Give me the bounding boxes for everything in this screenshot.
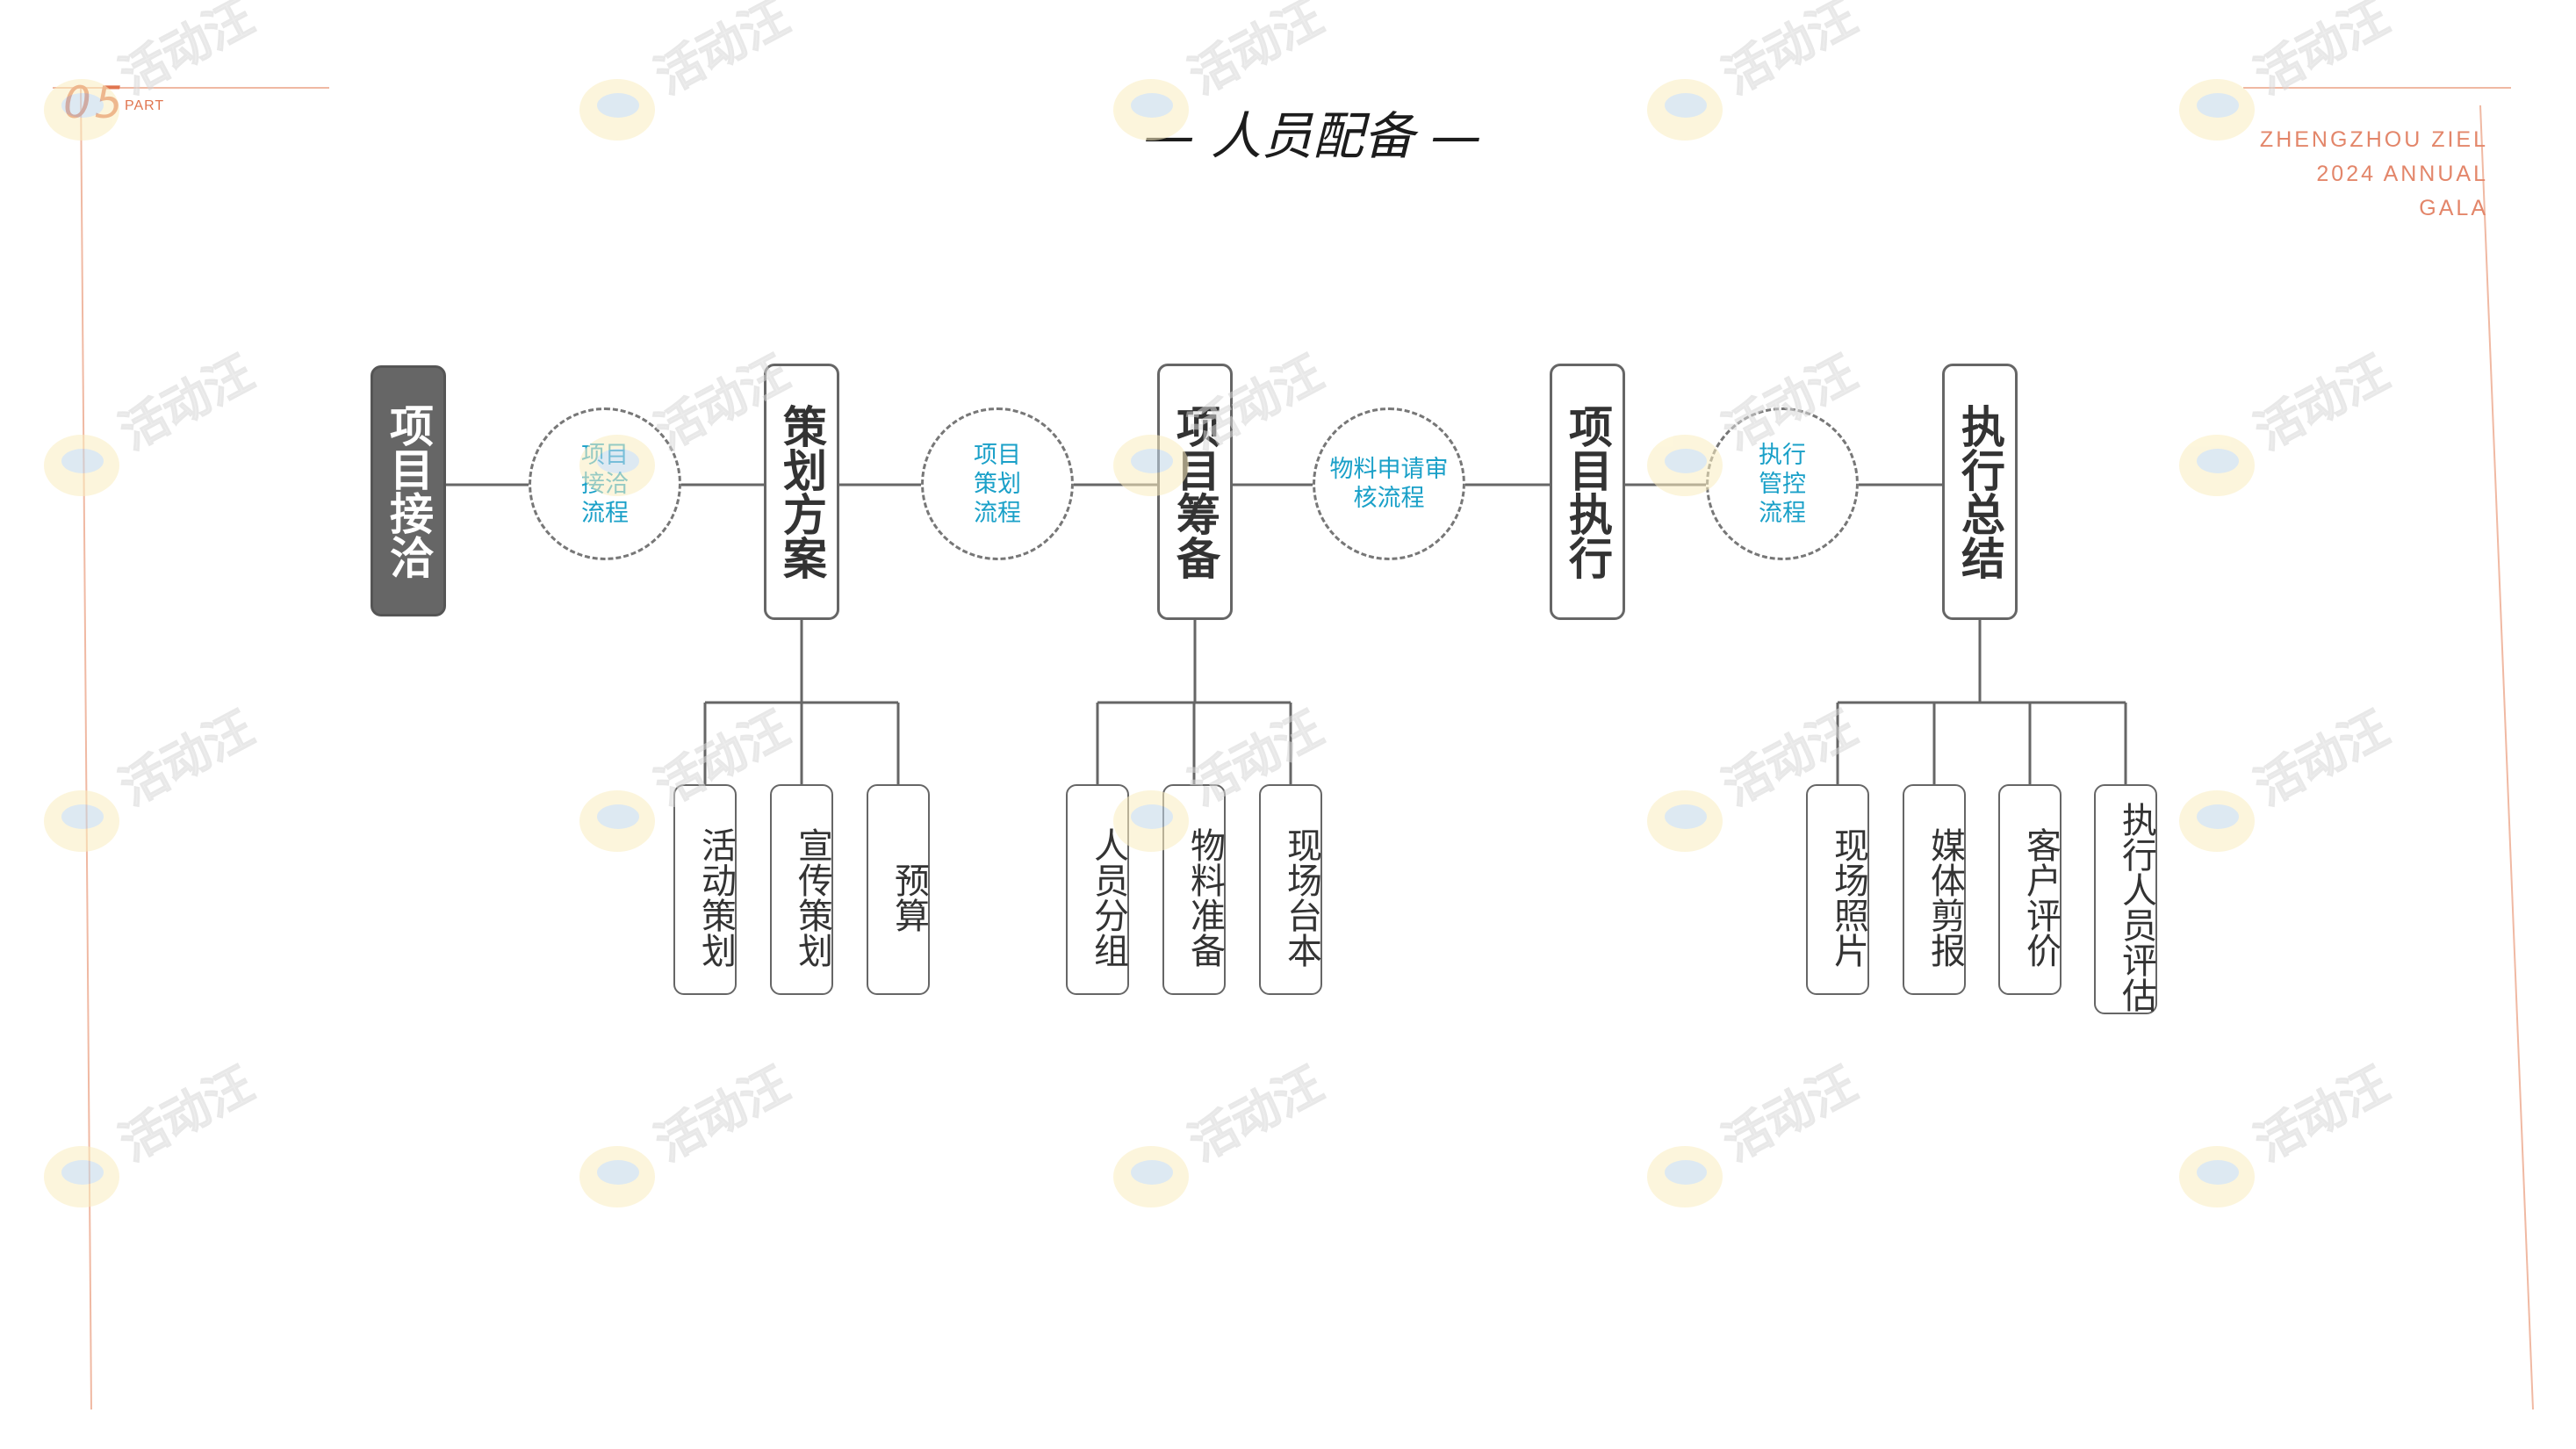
connector-line: 策划 bbox=[974, 470, 1021, 498]
connector-execution-control: 执行 管控 流程 bbox=[1706, 407, 1859, 560]
frame-line-left bbox=[80, 87, 92, 1410]
sub-staff-evaluation: 执行人员评估 bbox=[2094, 784, 2157, 1014]
sub-budget: 预算 bbox=[867, 784, 930, 995]
corner-text: ZHENGZHOU ZIEL 2024 ANNUAL GALA bbox=[2260, 123, 2488, 226]
connector-line: 执行 bbox=[1759, 441, 1806, 469]
connector-line: 流程 bbox=[974, 499, 1021, 527]
sub-event-planning: 活动策划 bbox=[673, 784, 737, 995]
connector-line: 管控 bbox=[1759, 470, 1806, 498]
connector-lines bbox=[446, 483, 2127, 784]
sub-media-clippings: 媒体剪报 bbox=[1903, 784, 1966, 995]
sub-onsite-photos: 现场照片 bbox=[1806, 784, 1869, 995]
connector-label: 项目 策划 流程 bbox=[974, 441, 1021, 528]
connector-line: 物料申请审 bbox=[1329, 456, 1449, 483]
step-project-preparation: 项目筹备 bbox=[1157, 364, 1233, 620]
connector-line: 接洽 bbox=[581, 470, 629, 498]
step-project-contact: 项目接洽 bbox=[371, 365, 446, 616]
connector-line: 项目 bbox=[974, 441, 1021, 469]
corner-line: GALA bbox=[2419, 196, 2488, 220]
sub-material-preparation: 物料准备 bbox=[1162, 784, 1226, 995]
sub-staff-grouping: 人员分组 bbox=[1066, 784, 1129, 995]
sub-onsite-script: 现场台本 bbox=[1259, 784, 1322, 995]
sub-promotion-planning: 宣传策划 bbox=[770, 784, 833, 995]
connector-contact-process: 项目 接洽 流程 bbox=[529, 407, 681, 560]
connector-label: 项目 接洽 流程 bbox=[581, 441, 629, 528]
sub-client-feedback: 客户评价 bbox=[1998, 784, 2062, 995]
page-title: — 人员配备 — bbox=[1143, 106, 1482, 166]
frame-line-right bbox=[2479, 105, 2534, 1410]
corner-line: ZHENGZHOU ZIEL bbox=[2259, 127, 2488, 152]
step-planning-proposal: 策划方案 bbox=[764, 364, 839, 620]
corner-line: 2024 ANNUAL bbox=[2316, 162, 2488, 186]
connector-label: 执行 管控 流程 bbox=[1759, 441, 1806, 528]
step-project-execution: 项目执行 bbox=[1550, 364, 1625, 620]
connector-line: 流程 bbox=[1759, 499, 1806, 527]
page-number: 05 bbox=[63, 77, 126, 128]
connector-line: 项目 bbox=[581, 441, 629, 469]
connector-line: 核流程 bbox=[1353, 485, 1425, 512]
connector-material-approval: 物料申请审 核流程 bbox=[1313, 407, 1465, 560]
connector-planning-process: 项目 策划 流程 bbox=[921, 407, 1074, 560]
connector-label: 物料申请审 核流程 bbox=[1330, 455, 1449, 513]
step-execution-summary: 执行总结 bbox=[1942, 364, 2018, 620]
connector-line: 流程 bbox=[581, 499, 629, 527]
page-number-suffix: PART bbox=[125, 98, 165, 113]
